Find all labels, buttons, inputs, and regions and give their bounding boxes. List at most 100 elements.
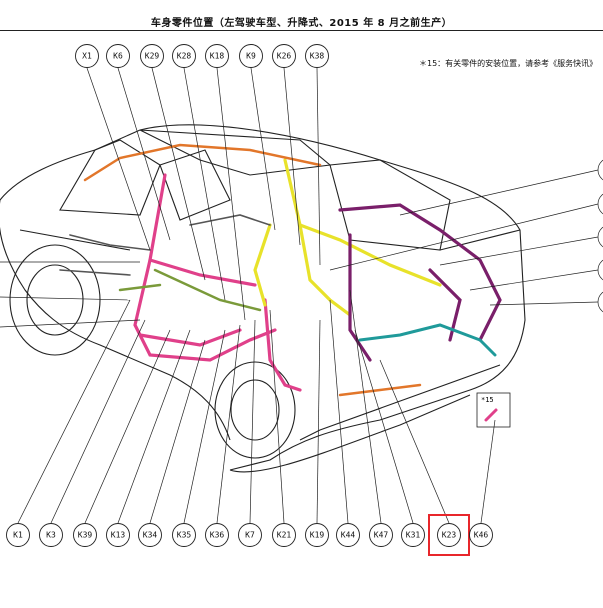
- callout-circle: [336, 523, 360, 547]
- callout-label: K44: [341, 531, 356, 540]
- leader-line: [149, 339, 206, 524]
- left-edge-leaders: [0, 261, 141, 328]
- callout-label: X1: [82, 52, 92, 61]
- callout-circle: [75, 44, 99, 68]
- connector-callout-x1[interactable]: X1: [75, 44, 99, 68]
- callout-circle: [469, 523, 493, 547]
- inset-detail-box: *15: [476, 392, 511, 428]
- callout-circle: [272, 44, 296, 68]
- callout-circle: [140, 44, 164, 68]
- leader-line: [17, 299, 131, 524]
- connector-callout-k7[interactable]: K7: [238, 523, 262, 547]
- leader-line: [316, 67, 321, 266]
- highlight-box: [428, 514, 470, 556]
- callout-label: K9: [246, 52, 256, 61]
- connector-callout-k34[interactable]: K34: [138, 523, 162, 547]
- callout-circle: [39, 523, 63, 547]
- callout-circle: [305, 523, 329, 547]
- connector-callout-k35[interactable]: K35: [172, 523, 196, 547]
- connector-callout-k31[interactable]: K31: [401, 523, 425, 547]
- leader-line: [379, 359, 450, 524]
- connector-callout-k1[interactable]: K1: [6, 523, 30, 547]
- callout-label: K26: [277, 52, 292, 61]
- leader-line: [249, 319, 256, 524]
- connector-callout-k9[interactable]: K9: [239, 44, 263, 68]
- callout-circle: [205, 523, 229, 547]
- callout-label: K1: [13, 531, 23, 540]
- leader-line: [151, 67, 206, 281]
- inset-label: *15: [481, 396, 494, 404]
- callout-label: K23: [442, 531, 457, 540]
- connector-callout-k28[interactable]: K28: [172, 44, 196, 68]
- connector-callout-k44[interactable]: K44: [336, 523, 360, 547]
- callout-label: K28: [177, 52, 192, 61]
- callout-leader-lines: [17, 67, 496, 524]
- connector-callout-k23[interactable]: K23: [428, 514, 470, 556]
- leader-line: [183, 67, 226, 301]
- leader-line: [117, 329, 191, 524]
- connector-callout-k46[interactable]: K46: [469, 523, 493, 547]
- connector-callout-k6[interactable]: K6: [106, 44, 130, 68]
- callout-circle: [6, 523, 30, 547]
- vehicle-body-outline: [0, 124, 526, 473]
- leader-line: [354, 329, 414, 524]
- callout-circle: [73, 523, 97, 547]
- callout-circle: [305, 44, 329, 68]
- callout-label: K29: [145, 52, 160, 61]
- callout-label: K21: [277, 531, 292, 540]
- callout-circle: [238, 523, 262, 547]
- callout-circle: [106, 44, 130, 68]
- connector-callout-k39[interactable]: K39: [73, 523, 97, 547]
- callout-label: K39: [78, 531, 93, 540]
- callout-label: K18: [210, 52, 225, 61]
- leader-line: [84, 329, 171, 524]
- callout-label: K19: [310, 531, 325, 540]
- connector-callout-k36[interactable]: K36: [205, 523, 229, 547]
- leader-line: [216, 324, 241, 524]
- connector-callout-k19[interactable]: K19: [305, 523, 329, 547]
- leader-line: [316, 319, 321, 524]
- harness-orange: [83, 143, 422, 397]
- callout-label: K34: [143, 531, 158, 540]
- callout-label: K6: [113, 52, 123, 61]
- callout-circle: [239, 44, 263, 68]
- connector-callout-k47[interactable]: K47: [369, 523, 393, 547]
- callout-circle: [172, 44, 196, 68]
- connector-callout-k13[interactable]: K13: [106, 523, 130, 547]
- callout-label: K46: [474, 531, 489, 540]
- callout-circle: [205, 44, 229, 68]
- callout-circle: [401, 523, 425, 547]
- connector-callout-k18[interactable]: K18: [205, 44, 229, 68]
- callout-label: K35: [177, 531, 192, 540]
- callout-circle: [172, 523, 196, 547]
- harness-purple: [338, 203, 502, 362]
- right-edge-callouts: [329, 159, 603, 313]
- callout-circle: [369, 523, 393, 547]
- callout-circle: [138, 523, 162, 547]
- connector-callout-k21[interactable]: K21: [272, 523, 296, 547]
- callout-label: K36: [210, 531, 225, 540]
- connector-callout-k26[interactable]: K26: [272, 44, 296, 68]
- harness-grey: [59, 214, 271, 276]
- leader-line: [480, 419, 496, 524]
- connector-callout-k3[interactable]: K3: [39, 523, 63, 547]
- connector-callout-k38[interactable]: K38: [305, 44, 329, 68]
- service-note: ＊15：有关零件的安装位置，请参考《服务快讯》: [419, 59, 598, 68]
- callout-label: K3: [46, 531, 56, 540]
- harness-pink: [133, 173, 302, 392]
- page-title: 车身零件位置（左驾驶车型、升降式、2015 年 8 月之前生产）: [150, 18, 453, 29]
- leader-line: [283, 67, 301, 246]
- callout-label: K13: [111, 531, 126, 540]
- connector-callout-k29[interactable]: K29: [140, 44, 164, 68]
- callout-label: K38: [310, 52, 325, 61]
- callout-circle: [272, 523, 296, 547]
- callout-circle: [106, 523, 130, 547]
- harness-yellow: [253, 158, 442, 317]
- leader-line: [183, 329, 226, 524]
- title-divider: [0, 30, 603, 31]
- leader-line: [50, 319, 146, 524]
- leader-line: [86, 67, 151, 251]
- callout-label: K47: [374, 531, 389, 540]
